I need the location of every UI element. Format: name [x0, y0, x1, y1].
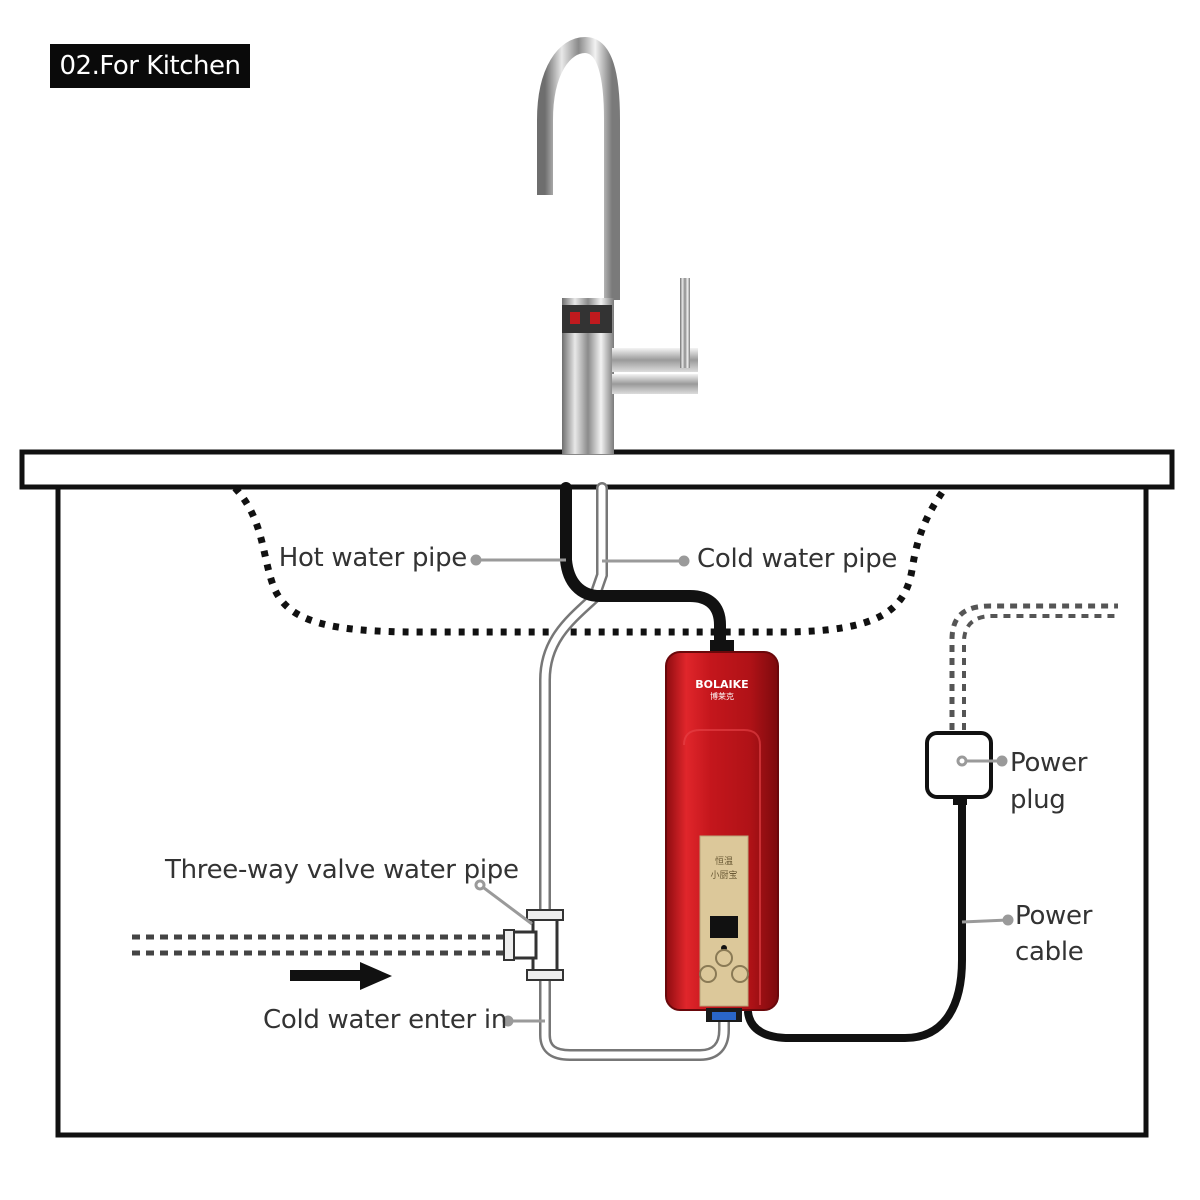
flow-direction-arrow-icon [290, 962, 392, 990]
sink-basin-outline [232, 485, 948, 636]
panel-text-line-1: 恒温 [715, 855, 733, 867]
faucet-icon [537, 36, 698, 454]
panel-text-line-2: 小厨宝 [710, 869, 737, 881]
label-cold-water-enter: Cold water enter in [263, 1005, 508, 1035]
label-power-cable-line-1: Power [1015, 901, 1093, 931]
wall-power-line [949, 603, 1118, 730]
heater-inlet-pipe [539, 969, 730, 1061]
leader-lines [470, 554, 1014, 1027]
power-cable [744, 786, 966, 1042]
heater-brand: BOLAIKE [695, 678, 748, 691]
power-plug-icon [925, 731, 993, 805]
three-way-valve-icon [503, 909, 564, 981]
cold-water-pipe [539, 482, 608, 921]
water-heater [665, 640, 779, 1022]
label-three-way-valve: Three-way valve water pipe [165, 855, 519, 885]
label-power-plug-line-1: Power [1010, 748, 1088, 778]
label-power-plug-line-2: plug [1010, 785, 1066, 815]
section-tag: 02.For Kitchen [50, 44, 250, 88]
label-power-cable-line-2: cable [1015, 937, 1084, 967]
incoming-cold-water-line [132, 934, 510, 956]
label-cold-water-pipe: Cold water pipe [697, 544, 898, 574]
heater-brand-sub: 博莱克 [710, 691, 734, 701]
label-hot-water-pipe: Hot water pipe [278, 543, 468, 573]
power-button-icon [715, 949, 733, 967]
hot-water-pipe [560, 482, 726, 656]
